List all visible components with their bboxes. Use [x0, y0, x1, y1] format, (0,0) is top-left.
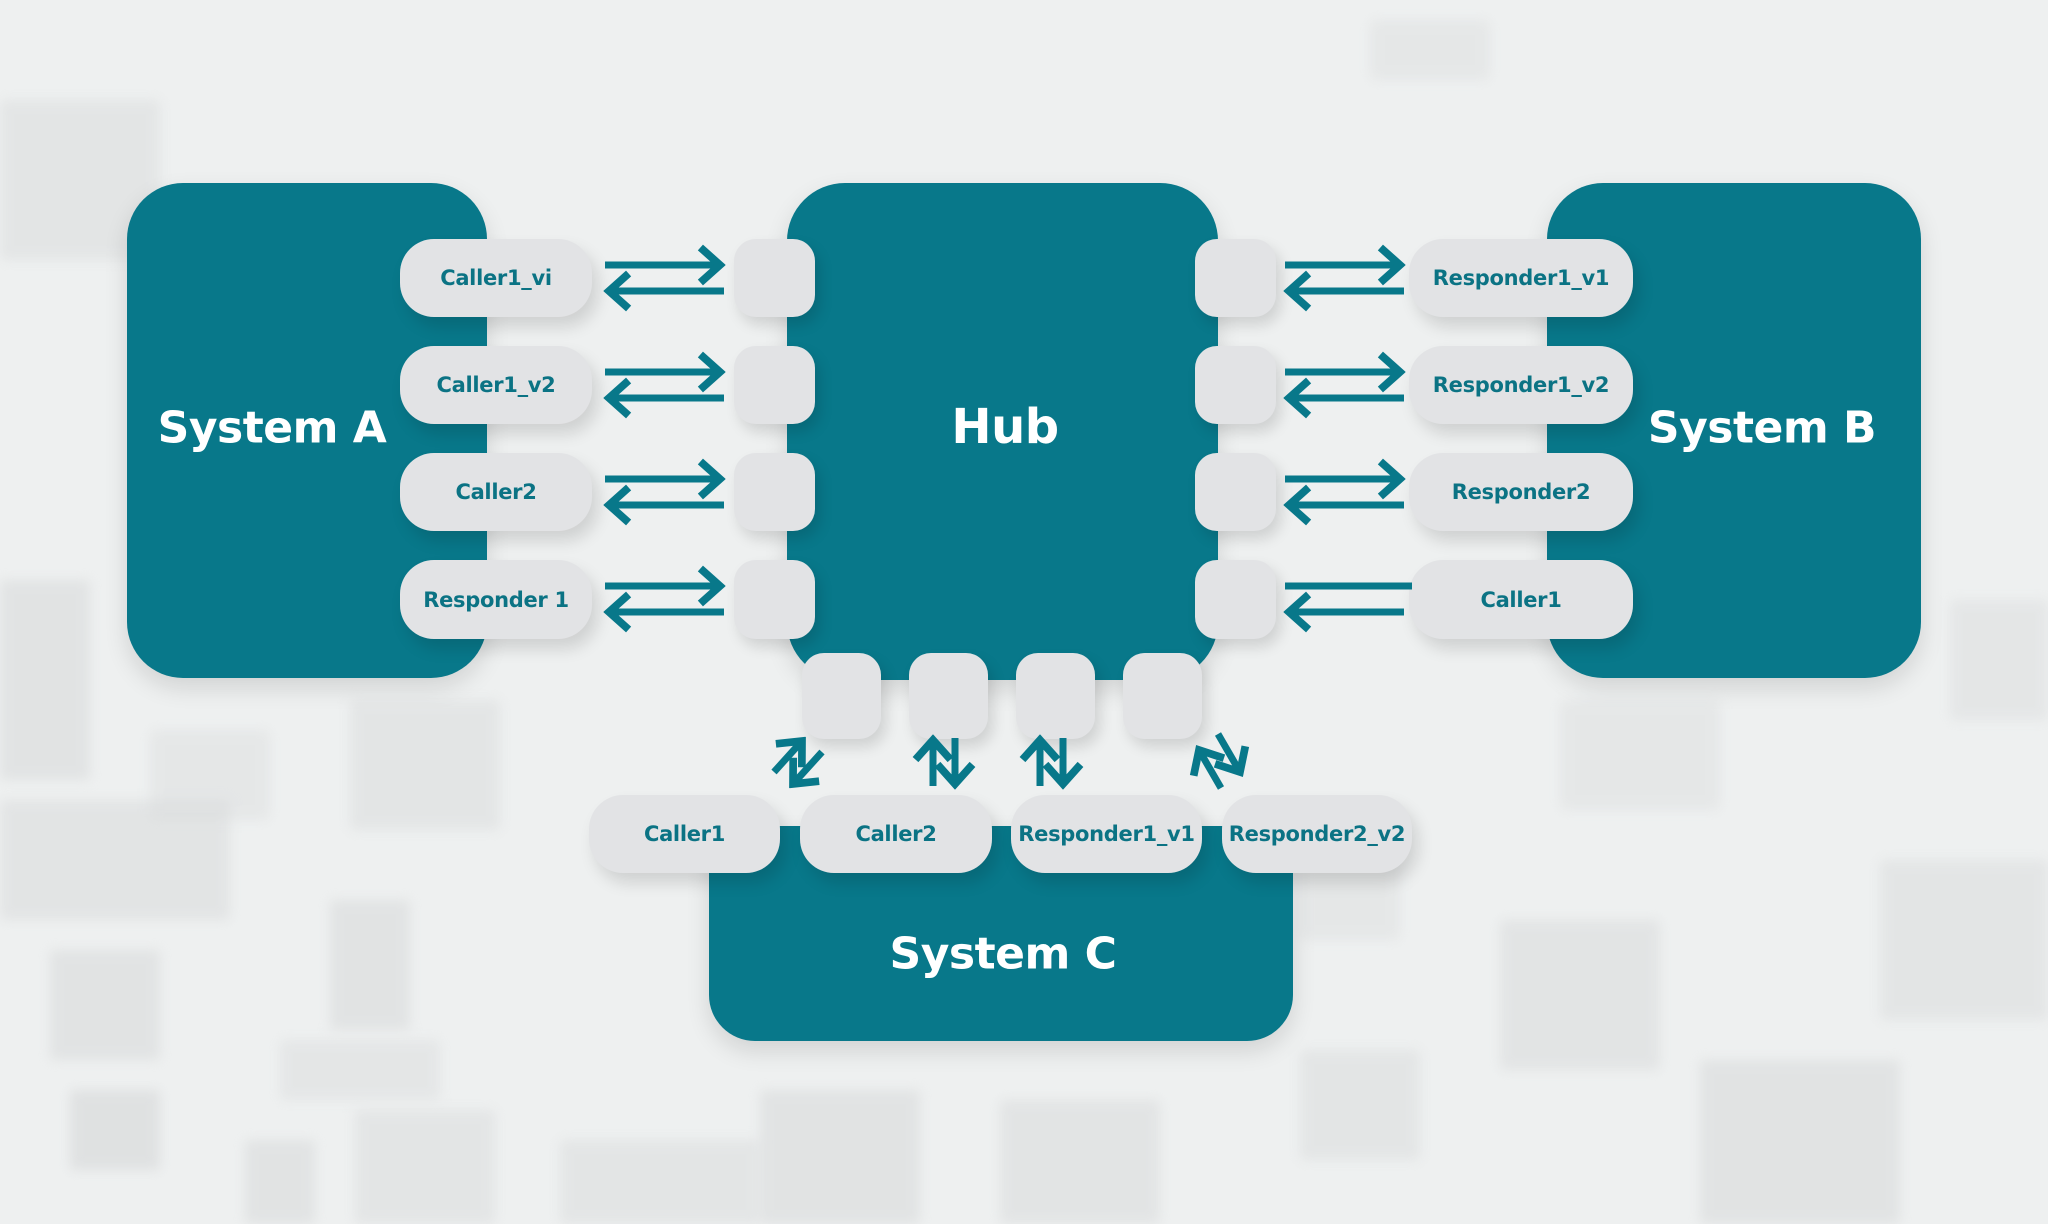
- hub-port-left-1: [734, 239, 815, 317]
- hub-port-bottom-4: [1123, 653, 1202, 739]
- hub-box: [787, 183, 1218, 680]
- arrow-c4-to-hub: [1199, 750, 1221, 790]
- hub-port-bottom-2: [909, 653, 988, 739]
- hub-port-left-2: [734, 346, 815, 424]
- hub-port-right-1: [1195, 239, 1276, 317]
- hub-port-left-4: [734, 560, 815, 639]
- arrow-hub-to-c4: [1218, 732, 1240, 772]
- arrow-hub-to-c1: [793, 749, 825, 784]
- system-b-endpoint[interactable]: Responder2: [1409, 453, 1633, 531]
- system-b-endpoint[interactable]: Responder1_v1: [1409, 239, 1633, 317]
- arrow-c1-to-hub: [771, 741, 802, 775]
- system-b-endpoint[interactable]: Caller1: [1409, 560, 1633, 639]
- system-b-endpoint[interactable]: Responder1_v2: [1409, 346, 1633, 424]
- system-b-title: System B: [1647, 402, 1877, 454]
- hub-port-bottom-1: [802, 653, 881, 739]
- hub-port-left-3: [734, 453, 815, 531]
- system-a-endpoint[interactable]: Responder 1: [400, 560, 592, 639]
- hub-port-right-2: [1195, 346, 1276, 424]
- system-c-title: System C: [889, 928, 1117, 980]
- system-c-endpoint[interactable]: Responder2_v2: [1222, 795, 1412, 873]
- system-c-endpoint[interactable]: Caller1: [589, 795, 780, 873]
- system-a-endpoint[interactable]: Caller1_vi: [400, 239, 592, 317]
- system-a-endpoint[interactable]: Caller1_v2: [400, 346, 592, 424]
- hub-title: Hub: [951, 399, 1059, 455]
- hub-port-bottom-3: [1016, 653, 1095, 739]
- hub-port-right-3: [1195, 453, 1276, 531]
- system-a-endpoint[interactable]: Caller2: [400, 453, 592, 531]
- system-a-title: System A: [157, 402, 387, 454]
- system-c-endpoint[interactable]: Responder1_v1: [1011, 795, 1202, 873]
- system-c-endpoint[interactable]: Caller2: [800, 795, 992, 873]
- hub-port-right-4: [1195, 560, 1276, 639]
- system-c-box: [709, 826, 1293, 1041]
